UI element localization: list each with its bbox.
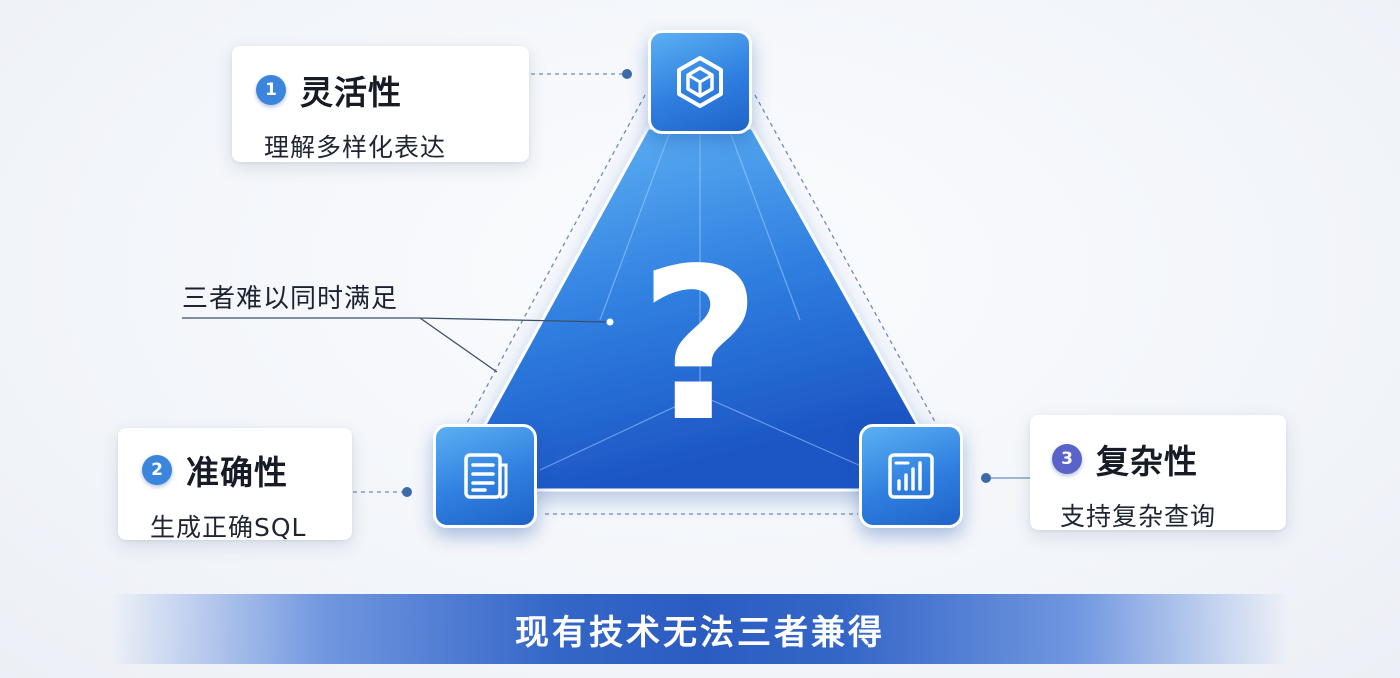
bar-chart-icon	[888, 453, 934, 499]
card-accuracy: 2 准确性 生成正确SQL	[118, 428, 352, 542]
question-mark: ?	[639, 223, 761, 468]
card-title: 灵活性	[300, 73, 402, 112]
card-flexibility: 1 灵活性 理解多样化表达	[232, 46, 529, 162]
banner-text: 现有技术无法三者兼得	[515, 612, 885, 653]
number-badge: 1	[256, 75, 286, 105]
connector-dot-right	[981, 473, 991, 483]
number-badge: 2	[142, 455, 172, 485]
top-icon-tile	[648, 30, 752, 134]
hexagon-cube-icon	[677, 56, 723, 108]
left-icon-tile	[433, 424, 537, 528]
label-leader-line	[182, 317, 607, 373]
right-icon-tile	[859, 424, 963, 528]
leader-dot	[606, 318, 614, 326]
card-head: 1 灵活性	[256, 66, 529, 114]
card-title: 复杂性	[1096, 442, 1198, 481]
outer-dashed-outline	[454, 94, 946, 515]
card-complexity: 3 复杂性 支持复杂查询	[1030, 415, 1286, 531]
card-head: 2 准确性	[142, 446, 352, 494]
document-list-icon	[464, 453, 508, 499]
middle-label: 三者难以同时满足	[182, 284, 399, 314]
connector-dot-left	[402, 487, 412, 497]
number-badge: 3	[1052, 444, 1082, 474]
card-subtitle: 支持复杂查询	[1060, 502, 1217, 531]
card-title: 准确性	[186, 453, 288, 492]
connector-dot-top	[622, 69, 632, 79]
card-subtitle: 生成正确SQL	[150, 513, 307, 542]
card-subtitle: 理解多样化表达	[264, 133, 447, 162]
bottom-banner: 现有技术无法三者兼得	[110, 594, 1290, 664]
inner-facet-lines	[539, 130, 871, 471]
card-head: 3 复杂性	[1052, 435, 1286, 483]
